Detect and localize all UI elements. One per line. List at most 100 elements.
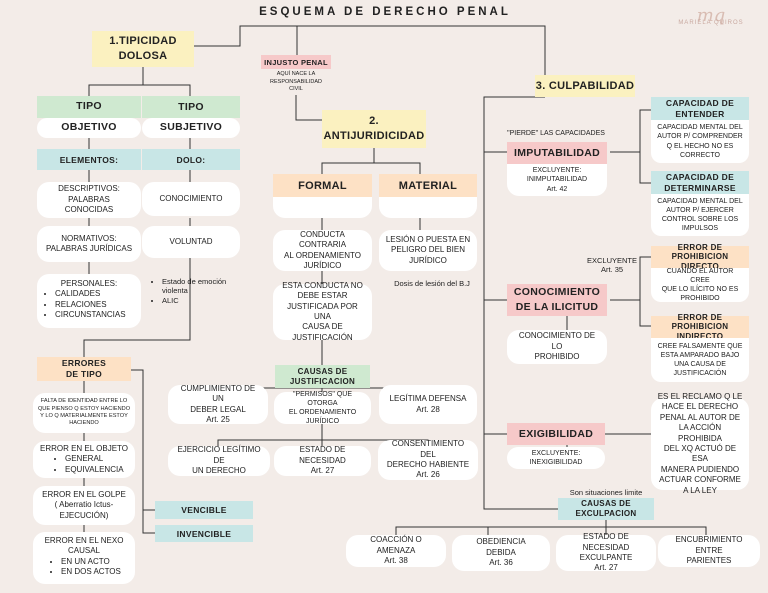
permisos-box: "PERMISOS" QUE OTORGA EL ORDENAMIENTO JU… [274,391,371,425]
tipicidad-line1: 1.TIPICIDAD [109,35,177,48]
list-item: Estado de emoción violenta [162,277,240,296]
injusto-desc: AQUÍ NACE LA RESPONSABILIDAD CIVIL [261,70,331,95]
inexigibilidad-box: EXCLUYENTE: INEXIGIBILIDAD [507,447,605,469]
necesidad-exc-line2: EXCULPANTE [579,553,633,562]
causas-exculpacion-header: CAUSAS DE EXCULPACION [558,498,654,520]
objeto-list: GENERAL EQUIVALENCIA [39,454,129,475]
tipo-subjetivo-sub: SUBJETIVO [142,118,240,138]
descriptivos-box: DESCRIPTIVOS: PALABRAS CONOCIDAS [37,182,141,218]
determinarse-line2: DETERMINARSE [664,182,736,193]
inexig-line2: INEXIGIBILIDAD [529,459,583,466]
conducta-box: CONDUCTA CONTRARIA AL ORDENAMIENTO JURÍD… [273,230,372,271]
list-item: ALIC [162,296,240,305]
legitima-line2: Art. 28 [416,404,440,414]
esta-conducta-box: ESTA CONDUCTA NO DEBE ESTAR JUSTIFICADA … [273,280,372,342]
list-item: EN DOS ACTOS [61,567,129,577]
reclamo-line7: ACTUAR CONFORME [659,475,741,485]
inimp-line2: INIMPUTABILIDAD [526,176,588,184]
necesidad-exculpante-box: ESTADO DE NECESIDAD EXCULPANTE Art. 27 [556,532,656,572]
falta-box: FALTA DE IDENTIDAD ENTRE LO QUE PIENSO Q… [33,393,135,433]
antijuridicidad-header: 2. ANTIJURIDICIDAD [322,110,426,148]
personales-box: PERSONALES: CALIDADES RELACIONES CIRCUNS… [37,274,141,328]
causas-just-line1: CAUSAS DE [297,366,348,376]
conducta-line3: JURÍDICO [303,260,342,270]
personales-list: CALIDADES RELACIONES CIRCUNSTANCIAS [43,289,135,320]
invencible-label: INVENCIBLE [155,525,253,542]
antijuridicidad-line1: 2. [369,114,379,127]
tipo-subjetivo-line1: TIPO [178,101,204,113]
reclamo-line8: A LA LEY [683,485,717,495]
capacidad-determinarse-desc: CAPACIDAD MENTAL DEL AUTOR P/ EJERCER CO… [651,194,749,236]
tipo-objetivo-line2: OBJETIVO [61,121,117,134]
conocimiento-ilicitud-header: CONOCIMIENTO DE LA ILICITUD [507,284,607,316]
necesidad-line2: Art. 27 [310,466,335,476]
cumplimiento-box: CUMPLIMIENTO DE UN DEBER LEGAL Art. 25 [168,384,268,424]
excluyente-35-label: EXCLUYENTE Art. 35 [580,254,644,276]
dolo-label: DOLO: [142,149,240,170]
error-indirecto-line1: ERROR DE PROHIBICION [671,312,729,332]
error-directo-line1: ERROR DE PROHIBICION [671,242,729,262]
ejercicio-line1: EJERCICIO LEGÍTIMO DE [177,445,261,465]
falta-line3: Y LO Q MATERIALMENTE ESTOY [40,413,128,419]
coaccion-line1: COACCIÓN O AMENAZA [370,535,422,555]
entender-line2: ENTENDER [675,108,725,119]
error-directo-desc3: PROHIBIDO [680,295,720,303]
consentimiento-line3: Art. 26 [416,470,440,480]
lesion-line2: PELIGRO DEL BIEN [391,245,465,255]
ilicitud-line2: DE LA ILICITUD [515,301,599,313]
situaciones-limite-label: Son situaciones limite [569,487,643,497]
falta-line2: QUE PIENSO Q ESTOY HACIENDO [37,405,131,412]
esta-line4: CAUSA DE [302,322,343,332]
exculpacion-line1: CAUSAS DE [581,499,631,509]
error-directo-desc1: CUANDO EL AUTOR CREE [666,267,734,284]
esta-line1: ESTA CONDUCTA NO [282,280,363,290]
conducta-line2: AL ORDENAMIENTO [284,250,361,260]
error-indirecto-line2: INDIRECTO [676,331,724,341]
antijuridicidad-line2: ANTIJURIDICIDAD [323,130,425,142]
excl35-line1: EXCLUYENTE [586,255,637,265]
capacidad-entender-header: CAPACIDAD DE ENTENDER [651,97,749,120]
imputabilidad-header: IMPUTABILIDAD [507,142,607,164]
error-directo-desc: CUANDO EL AUTOR CREE QUE LO ILÍCITO NO E… [651,268,749,302]
legitima-defensa-box: LEGÍTIMA DEFENSA Art. 28 [379,385,477,424]
reclamo-box: ES EL RECLAMO Q LE HACE EL DERECHO PENAL… [651,392,749,495]
list-item: RELACIONES [55,300,135,310]
reclamo-line4: LA ACCIÓN PROHIBIDA [677,423,722,443]
injusto-line3: CIVIL [289,86,303,93]
vencible-label: VENCIBLE [155,501,253,519]
list-item: CIRCUNSTANCIAS [55,310,135,320]
falta-line4: HACIENDO [69,420,99,427]
tipo-subjetivo-line2: SUBJETIVO [159,121,223,134]
objeto-head: ERROR EN EL OBJETO [39,444,129,453]
error-indirecto-desc2: ESTA AMPARADO BAJO [660,351,740,359]
falta-line1: FALTA DE IDENTIDAD ENTRE LO [40,398,128,405]
determinarse-desc3: CONTROL SOBRE LOS [661,216,739,223]
inimp-line3: Art. 42 [546,185,568,193]
signature-mark: mq [696,4,726,26]
errores-line2: DE TIPO [65,369,103,379]
determinarse-desc1: CAPACIDAD MENTAL DEL [657,197,743,205]
causas-just-line2: JUSTIFICACION [289,376,356,386]
tipo-objetivo-sub: OBJETIVO [37,118,141,138]
golpe-line2: ( Aberratio Ictus- [54,500,114,510]
signature-name: MARIELA QUIROS [678,19,744,26]
lesion-line1: LESIÓN O PUESTA EN [385,234,471,244]
error-indirecto-desc4: JUSTIFICACIÓN [673,370,727,378]
reclamo-line3: PENAL AL AUTOR DE [659,412,741,422]
excl35-line2: Art. 35 [600,265,624,274]
ilicitud-line1: CONOCIMIENTO [513,286,601,299]
esta-line3: JUSTIFICADA POR UNA [287,301,358,321]
ejercicio-box: EJERCICIO LEGÍTIMO DE UN DERECHO [168,445,270,476]
lesion-line3: JURÍDICO [409,255,447,265]
cumplimiento-line2: DEBER LEGAL [190,404,246,414]
estado-list-box: Estado de emoción violenta ALIC [150,277,240,305]
coaccion-line2: Art. 38 [384,556,408,566]
error-indirecto-header: ERROR DE PROHIBICION INDIRECTO [651,312,749,341]
encubrimiento-line1: ENCUBRIMIENTO ENTRE [675,535,743,555]
obediencia-line2: DEBIDA [486,547,516,557]
error-indirecto-desc: CREE FALSAMENTE QUE ESTA AMPARADO BAJO U… [651,338,749,382]
injusto-line2: RESPONSABILIDAD [270,78,322,85]
error-directo-desc2: QUE LO ILÍCITO NO ES [661,286,739,293]
tipo-objetivo-header: TIPO [37,96,141,118]
consentimiento-line2: DERECHO HABIENTE [386,460,470,469]
